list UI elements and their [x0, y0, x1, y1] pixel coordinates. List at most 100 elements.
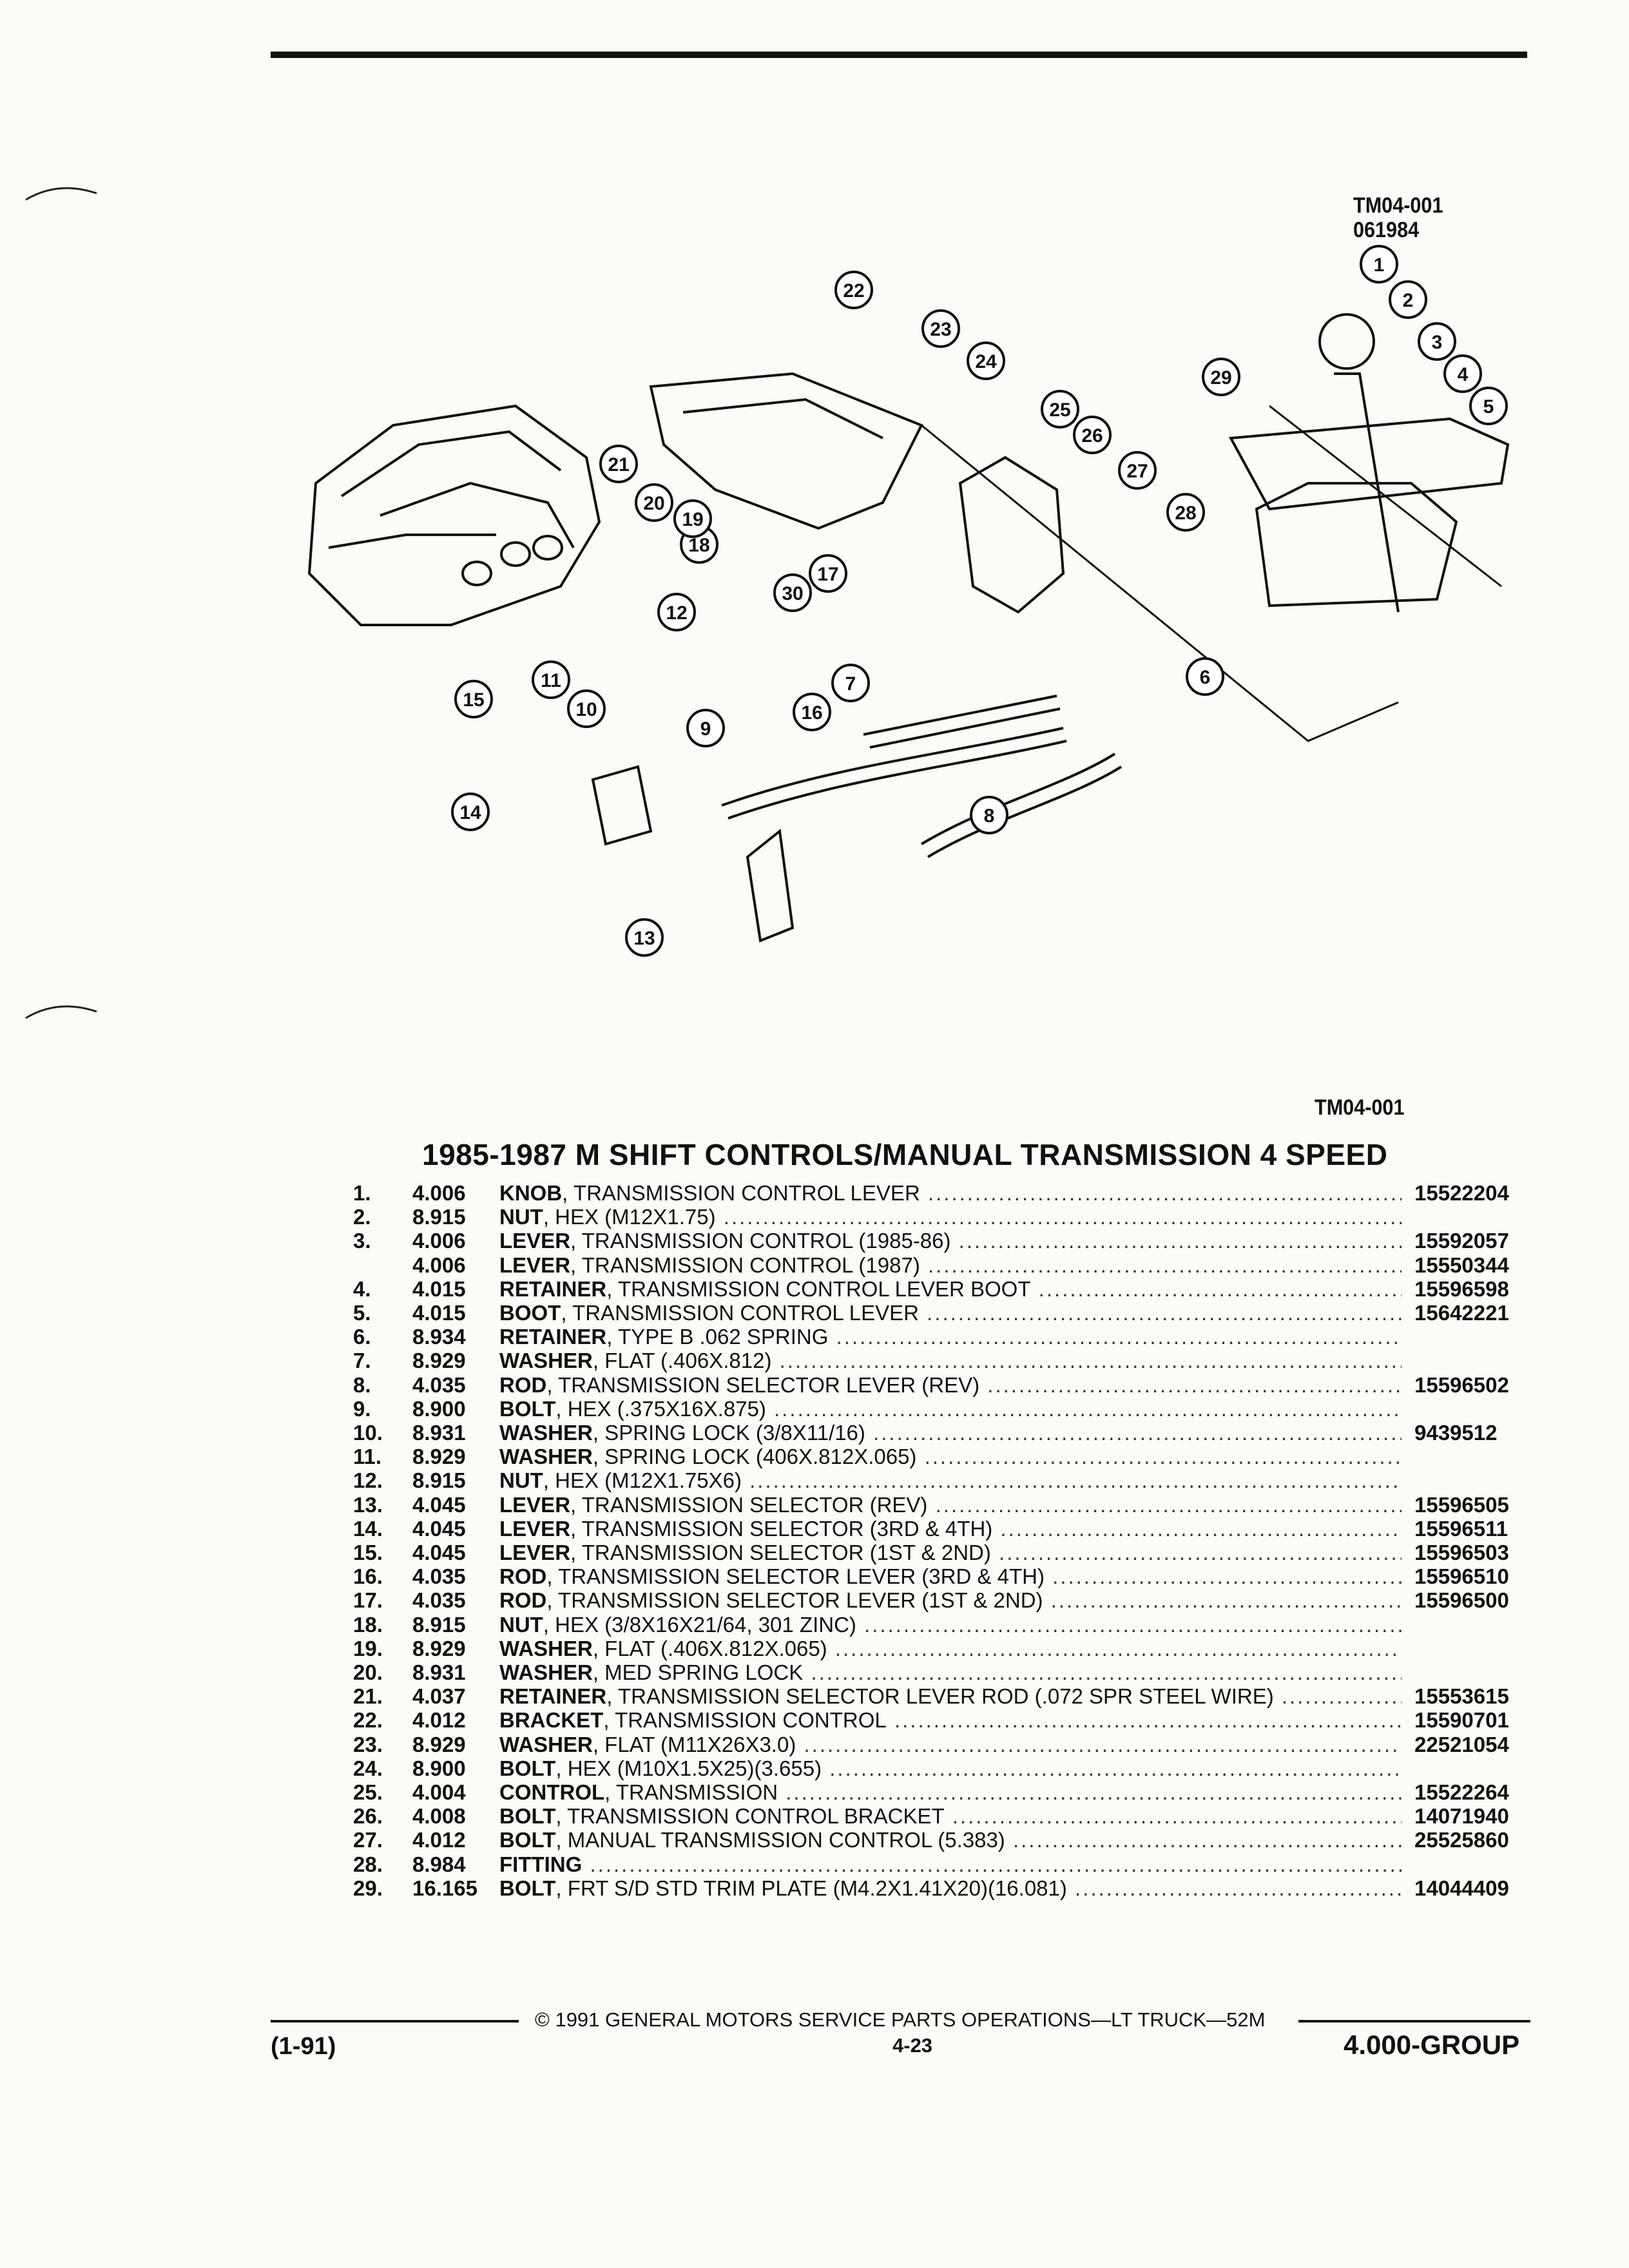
callout-2: 2 — [1389, 280, 1427, 319]
part-number: 15596503 — [1414, 1541, 1509, 1564]
revision-date: (1-91) — [271, 2033, 336, 2060]
part-number: 15642221 — [1414, 1301, 1509, 1325]
part-number: 15592057 — [1414, 1229, 1509, 1253]
item-description: ROD, TRANSMISSION SELECTOR LEVER (1ST & … — [499, 1588, 1402, 1613]
svg-text:14: 14 — [459, 802, 481, 823]
group-number: 4.045 — [412, 1516, 466, 1541]
item-name: WASHER — [499, 1660, 593, 1684]
svg-text:23: 23 — [930, 319, 951, 340]
item-description: BOLT, TRANSMISSION CONTROL BRACKET .....… — [499, 1804, 1402, 1829]
item-name: BOLT — [499, 1876, 556, 1900]
item-description: BOLT, FRT S/D STD TRIM PLATE (M4.2X1.41X… — [499, 1876, 1402, 1900]
item-description: BOOT, TRANSMISSION CONTROL LEVER .......… — [499, 1301, 1402, 1325]
item-number: 16. — [353, 1564, 383, 1589]
callout-3: 3 — [1418, 322, 1456, 361]
item-name: BOLT — [499, 1828, 556, 1852]
item-number: 2. — [353, 1205, 371, 1229]
callout-7: 7 — [831, 664, 870, 702]
part-number: 15596502 — [1414, 1372, 1509, 1397]
item-detail: , HEX (3/8X16X21/64, 301 ZINC) — [543, 1612, 856, 1637]
svg-text:2: 2 — [1403, 290, 1414, 311]
part-number: 15596510 — [1414, 1564, 1509, 1589]
group-number: 4.004 — [412, 1780, 466, 1804]
item-description: NUT, HEX (M12X1.75) ....................… — [499, 1205, 1402, 1229]
item-detail: , SPRING LOCK (3/8X11/16) — [592, 1421, 865, 1445]
svg-text:3: 3 — [1432, 332, 1443, 353]
item-name: RETAINER — [499, 1684, 607, 1709]
item-detail: , TRANSMISSION SELECTOR LEVER (1ST & 2ND… — [546, 1588, 1043, 1613]
margin-marks — [25, 187, 97, 1019]
parts-list-title: 1985-1987 M SHIFT CONTROLS/MANUAL TRANSM… — [422, 1138, 1388, 1171]
item-description: FITTING ................................… — [499, 1852, 1402, 1876]
item-number: 10. — [353, 1421, 383, 1445]
callout-8: 8 — [970, 796, 1008, 834]
item-number: 12. — [353, 1468, 383, 1493]
item-name: WASHER — [499, 1349, 593, 1373]
item-number: 18. — [353, 1612, 383, 1637]
svg-text:19: 19 — [682, 509, 703, 530]
item-name: NUT — [499, 1612, 543, 1637]
item-detail: , FLAT (.406X.812) — [592, 1349, 772, 1373]
footer-copyright: © 1991 GENERAL MOTORS SERVICE PARTS OPER… — [535, 2008, 1266, 2031]
footer-rule-right — [1298, 2020, 1530, 2023]
item-description: NUT, HEX (3/8X16X21/64, 301 ZINC) ......… — [499, 1612, 1402, 1637]
part-number: 9439512 — [1414, 1421, 1498, 1445]
part-number: 15522264 — [1414, 1780, 1509, 1804]
item-name: RETAINER — [499, 1276, 607, 1301]
svg-text:1: 1 — [1374, 255, 1385, 276]
item-detail: , TRANSMISSION SELECTOR (1ST & 2ND) — [570, 1541, 991, 1564]
item-description: NUT, HEX (M12X1.75X6) ..................… — [499, 1468, 1402, 1493]
callout-1: 1 — [1360, 245, 1398, 284]
group-number: 4.015 — [412, 1301, 466, 1325]
group-number: 4.035 — [412, 1588, 466, 1613]
item-name: NUT — [499, 1468, 543, 1493]
group-number: 8.929 — [412, 1732, 466, 1756]
part-number: 15590701 — [1414, 1708, 1509, 1733]
item-detail: , HEX (M12X1.75) — [543, 1205, 716, 1229]
part-number: 14044409 — [1414, 1876, 1509, 1900]
callout-12: 12 — [657, 593, 696, 631]
item-detail: , TRANSMISSION CONTROL (1985-86) — [570, 1229, 951, 1253]
group-number: 4.006 — [412, 1229, 466, 1253]
item-name: BRACKET — [499, 1708, 604, 1733]
item-description: KNOB, TRANSMISSION CONTROL LEVER .......… — [499, 1181, 1402, 1205]
part-number: 15596598 — [1414, 1276, 1509, 1301]
callout-15: 15 — [454, 680, 493, 718]
item-number: 3. — [353, 1229, 371, 1253]
svg-text:5: 5 — [1483, 396, 1494, 418]
svg-text:28: 28 — [1175, 503, 1196, 524]
callout-30: 30 — [773, 573, 812, 612]
group-number: 4.045 — [412, 1492, 466, 1517]
item-number: 20. — [353, 1660, 383, 1684]
group-number: 8.915 — [412, 1468, 466, 1493]
item-description: BRACKET, TRANSMISSION CONTROL ..........… — [499, 1708, 1402, 1733]
svg-text:15: 15 — [463, 689, 484, 711]
item-description: CONTROL, TRANSMISSION ..................… — [499, 1780, 1402, 1804]
group-number: 8.934 — [412, 1325, 466, 1349]
callout-9: 9 — [686, 709, 725, 747]
svg-text:12: 12 — [666, 602, 687, 624]
item-detail: , TRANSMISSION SELECTOR (REV) — [570, 1492, 928, 1517]
item-description: RETAINER, TRANSMISSION CONTROL LEVER BOO… — [499, 1276, 1402, 1301]
part-number: 15550344 — [1414, 1253, 1509, 1277]
group-number: 4.037 — [412, 1684, 466, 1709]
item-detail: , TRANSMISSION SELECTOR (3RD & 4TH) — [570, 1516, 993, 1541]
item-number: 23. — [353, 1732, 383, 1756]
item-description: BOLT, MANUAL TRANSMISSION CONTROL (5.383… — [499, 1828, 1402, 1852]
group-number: 4.045 — [412, 1541, 466, 1564]
svg-text:26: 26 — [1081, 425, 1103, 447]
item-number: 21. — [353, 1684, 383, 1709]
group-number: 4.006 — [412, 1253, 466, 1277]
svg-text:9: 9 — [700, 718, 711, 740]
